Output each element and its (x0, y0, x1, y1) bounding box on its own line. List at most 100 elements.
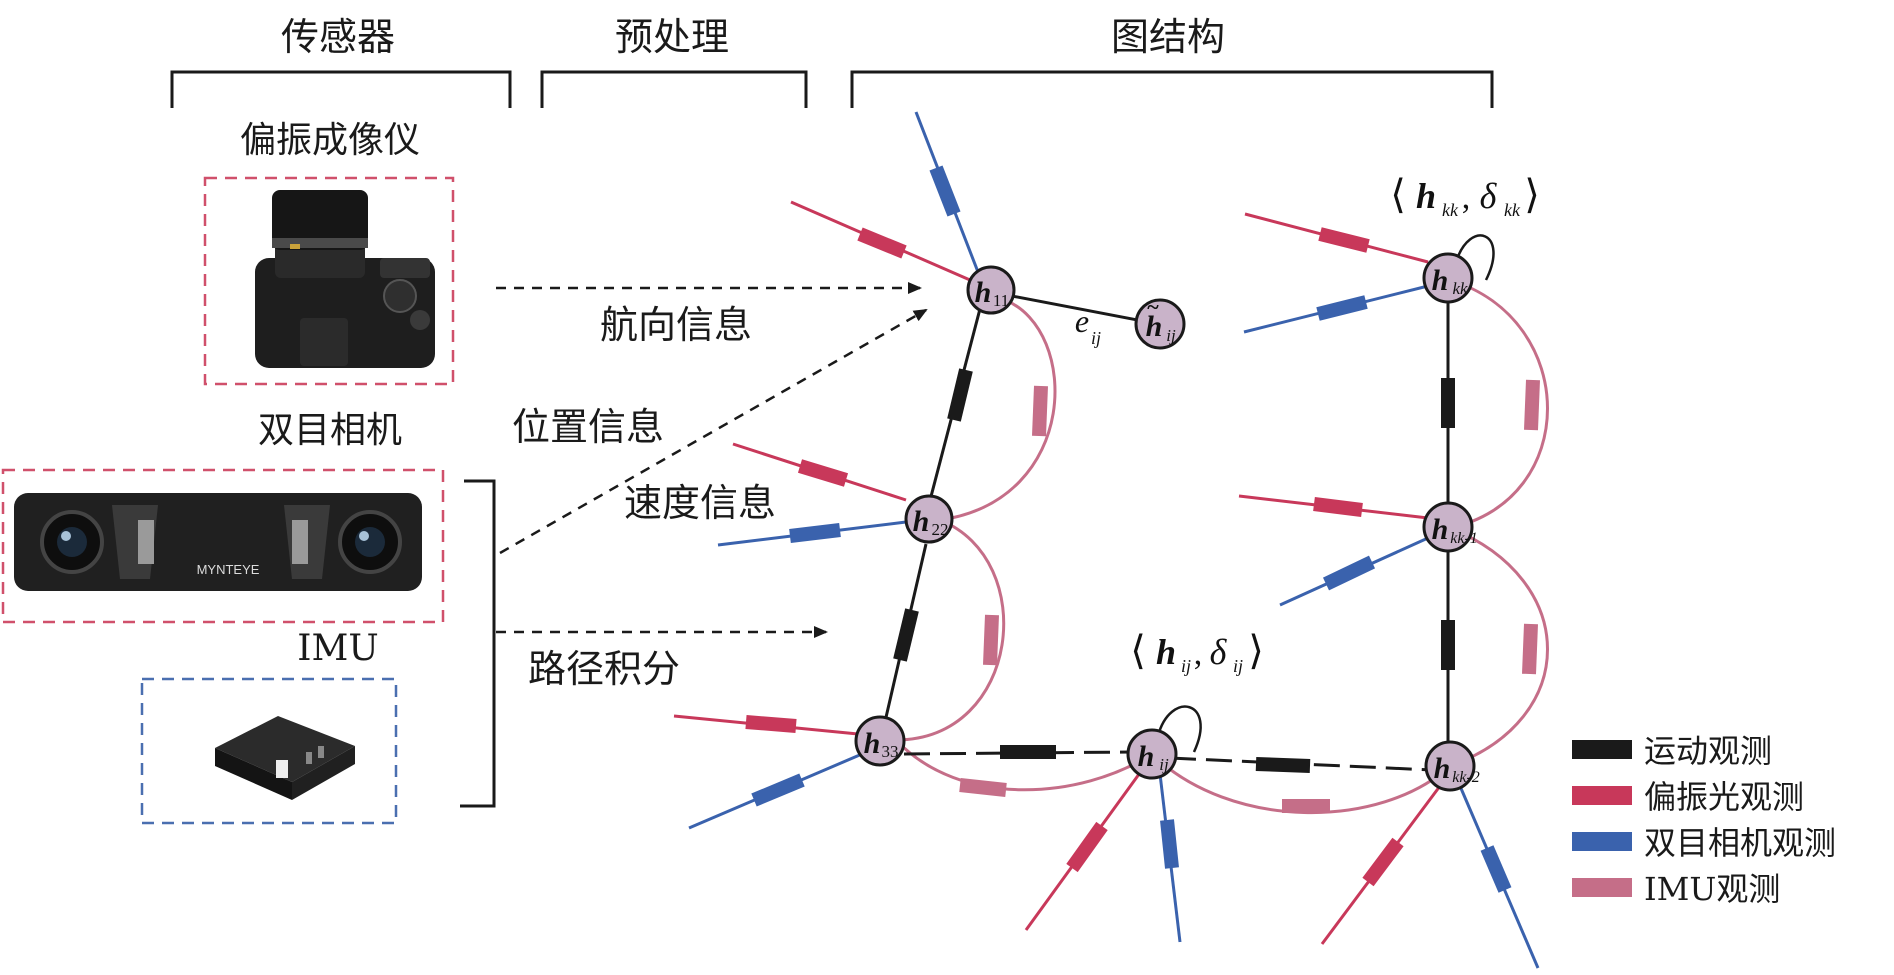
node-main-symbol: h (1434, 752, 1451, 785)
imu-marker (959, 778, 1007, 797)
edge-label-subscript: ij (1091, 328, 1101, 348)
section-preprocess-label: 预处理 (615, 15, 729, 59)
node-circle (904, 494, 954, 544)
node-main-symbol: h (1146, 310, 1163, 343)
imu-edges (894, 278, 1549, 815)
stereo-marker (1160, 819, 1179, 869)
graph-nodes: h 11 h ~ ij h 22 h 33 h ij h kk (854, 252, 1480, 792)
node-circle (966, 265, 1016, 315)
stereo-camera-icon: MYNTEYE (14, 493, 422, 591)
angle-open: ⟨ (1390, 172, 1406, 217)
imu-marker (1522, 623, 1538, 675)
self-loop-kk (1448, 234, 1495, 281)
motion-marker (1255, 757, 1311, 773)
edge-label-eij: e ij (1075, 303, 1101, 348)
node-subscript: 22 (932, 520, 949, 539)
node-main-symbol: h (1138, 740, 1155, 773)
motion-marker (947, 368, 973, 422)
node-subscript: ij (1166, 326, 1176, 345)
polarization-imager: 偏振成像仪 (203, 120, 455, 386)
dslr-camera-icon (255, 190, 435, 368)
heading-info-label: 航向信息 (600, 303, 752, 347)
self-loop-ij (1150, 705, 1202, 753)
legend-item-stereo: 双目相机观测 (1572, 824, 1836, 862)
loop-h-subscript: ij (1181, 656, 1191, 676)
imu-edge-33-ij (894, 738, 1153, 792)
imu-device: IMU (140, 628, 398, 825)
stereo-marker (929, 165, 961, 217)
node-subscript: 33 (882, 742, 899, 761)
imu-marker (1524, 379, 1540, 431)
node-h11[interactable]: h 11 (966, 265, 1016, 315)
node-h33[interactable]: h 33 (854, 715, 906, 767)
polar-marker (797, 459, 849, 487)
node-hkk-2[interactable]: h kk-2 (1424, 740, 1480, 792)
node-main-symbol: h (913, 505, 930, 538)
loop-delta-symbol: δ (1480, 176, 1498, 216)
imu-module-icon (215, 716, 355, 800)
position-velocity-arrow (499, 308, 928, 555)
stereo-marker (1480, 845, 1512, 893)
polarization-imager-label: 偏振成像仪 (240, 120, 420, 161)
motion-edge-11-ijtilde (990, 290, 1149, 324)
node-hkk-1[interactable]: h kk-1 (1422, 501, 1478, 553)
polarization-edge-markers (745, 227, 1404, 887)
angle-close: ⟩ (1524, 172, 1540, 217)
loop-delta-symbol: δ (1210, 632, 1228, 672)
polarization-imager-box (203, 176, 455, 386)
polar-marker (745, 715, 797, 733)
imu-label: IMU (297, 628, 378, 669)
node-main-symbol: h (1432, 264, 1449, 297)
loop-label-kk: ⟨ h kk , δ kk ⟩ (1390, 172, 1540, 220)
node-subscript: ij (1159, 755, 1169, 774)
legend: 运动观测 偏振光观测 双目相机观测 IMU观测 (1572, 732, 1836, 908)
graph-bracket (850, 70, 1494, 108)
stereo-brand-text: MYNTEYE (197, 562, 260, 577)
motion-marker (893, 608, 919, 662)
legend-label: IMU观测 (1644, 870, 1780, 908)
imu-edge-kk-kk1 (1449, 278, 1549, 530)
node-h-tilde-ij[interactable]: h ~ ij (1134, 294, 1186, 350)
motion-edge-markers (893, 368, 1455, 773)
polar-marker (857, 227, 907, 259)
polar-marker (1362, 837, 1404, 887)
loop-label-ij: ⟨ h ij , δ ij ⟩ (1130, 628, 1264, 676)
preprocess-bracket (540, 70, 808, 108)
node-circle (1422, 252, 1474, 304)
legend-item-imu: IMU观测 (1572, 870, 1780, 908)
legend-swatch (1572, 786, 1632, 805)
node-subscript: 11 (993, 291, 1009, 310)
sensor-group-bracket (460, 479, 496, 808)
stereo-edge-markers (751, 165, 1512, 893)
angle-open: ⟨ (1130, 628, 1146, 673)
stereo-marker (751, 773, 805, 807)
path-integral-label: 路径积分 (528, 647, 680, 691)
imu-marker (1032, 385, 1048, 437)
legend-label: 运动观测 (1644, 732, 1772, 770)
node-circle (1126, 728, 1178, 780)
node-main-symbol: h (864, 727, 881, 760)
stereo-camera-label: 双目相机 (258, 410, 402, 451)
stereo-camera: 双目相机 MYNTEYE (1, 410, 445, 624)
velocity-info-label: 速度信息 (624, 481, 776, 525)
node-circle (1424, 740, 1476, 792)
node-main-symbol: h (1432, 513, 1449, 546)
imu-box (140, 677, 398, 825)
node-circle (1422, 501, 1474, 553)
stereo-marker (1322, 555, 1376, 591)
node-h22[interactable]: h 22 (904, 494, 954, 544)
sensor-bracket (170, 70, 512, 108)
imu-edge-markers (959, 379, 1540, 813)
section-headers: 传感器 预处理 图结构 (170, 15, 1494, 108)
section-graph-label: 图结构 (1111, 15, 1225, 59)
stereo-marker (789, 523, 841, 543)
imu-marker (983, 614, 999, 666)
loop-h-subscript: kk (1442, 200, 1459, 220)
node-hij[interactable]: h ij (1126, 728, 1178, 780)
stereo-marker (1316, 295, 1368, 321)
polar-marker (1313, 497, 1363, 517)
node-hkk[interactable]: h kk (1422, 252, 1474, 304)
angle-close: ⟩ (1248, 628, 1264, 673)
legend-item-motion: 运动观测 (1572, 732, 1772, 770)
